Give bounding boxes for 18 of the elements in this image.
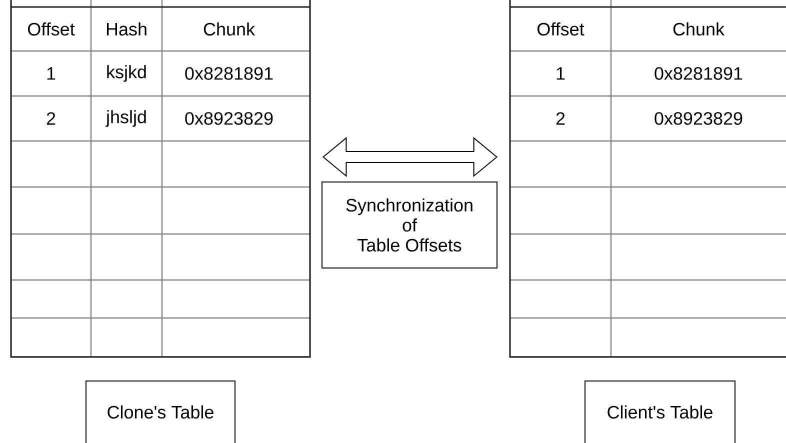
cell-text: Chunk	[673, 22, 725, 36]
text-box: Synchronization of Table Offsets	[322, 182, 498, 268]
cell-text: 1	[556, 67, 565, 80]
cell-text: 0x8281891	[185, 67, 273, 80]
cell-text: 1	[47, 67, 56, 80]
cell-text: Offset	[28, 22, 75, 36]
cell-text: jhsljd	[106, 110, 146, 127]
cell-text: Offset	[538, 22, 584, 36]
cell-text: Hash	[106, 22, 146, 36]
cell-text: 2	[556, 112, 565, 125]
cell-text: Chunk	[204, 22, 256, 36]
cell-text: ksjkd	[107, 65, 146, 82]
label-box: Client's Table	[584, 380, 736, 443]
cell-text: 2	[46, 112, 56, 125]
cell-text: 0x8281891	[654, 67, 742, 80]
cell-text: 0x8923829	[185, 112, 273, 125]
label-box: Clone's Table	[86, 380, 236, 443]
cell-text: 0x8923829	[654, 112, 742, 125]
